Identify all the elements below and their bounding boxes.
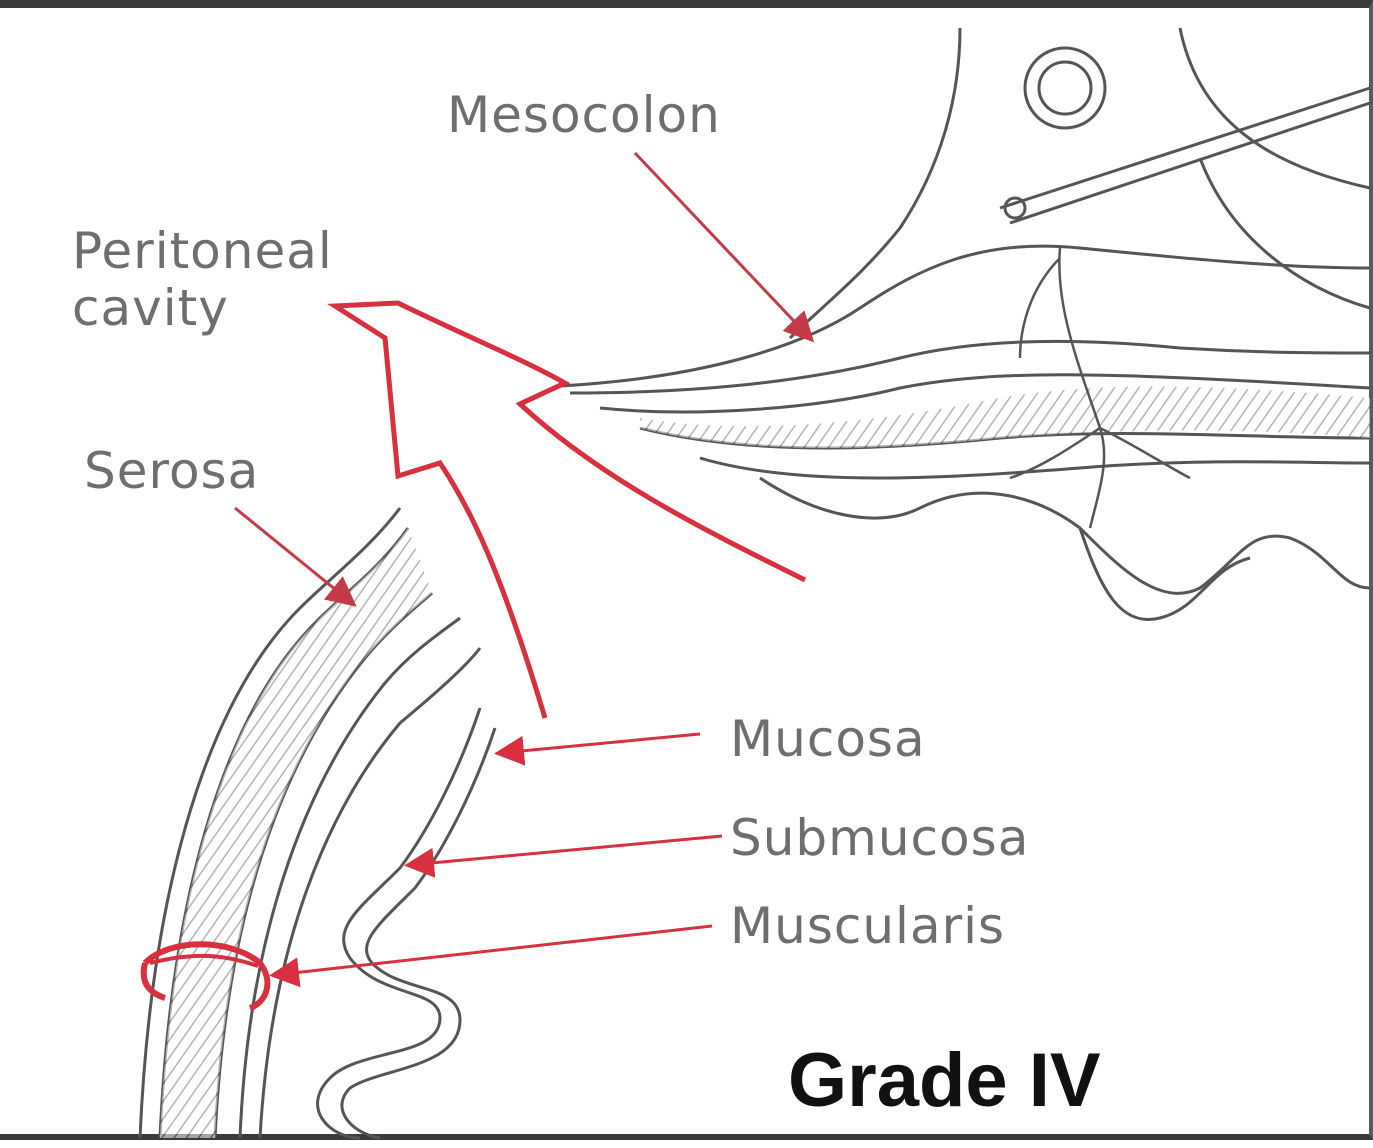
peritoneal-cavity-label-line1: Peritoneal <box>72 226 333 276</box>
grade-label: Grade IV <box>788 1043 1101 1119</box>
bowel-wall-illustration <box>0 8 1373 1148</box>
serosa-pointer <box>235 508 352 603</box>
mesocolon-label: Mesocolon <box>447 90 721 140</box>
mesocolon-pointer <box>635 153 810 338</box>
muscularis-pointer <box>275 926 712 975</box>
top-vessels <box>790 28 1370 338</box>
serosa-label: Serosa <box>84 446 259 496</box>
submucosa-label: Submucosa <box>730 813 1029 863</box>
perforation-arrow <box>335 303 805 718</box>
submucosa-pointer <box>410 836 722 865</box>
mucosa-pointer <box>500 734 700 753</box>
mucosa-label: Mucosa <box>730 714 926 764</box>
peritoneal-cavity-label-line2: cavity <box>72 283 229 333</box>
mucosal-folds-left <box>318 708 495 1138</box>
muscularis-hatch-left <box>160 528 432 1138</box>
muscularis-label: Muscularis <box>730 901 1005 951</box>
